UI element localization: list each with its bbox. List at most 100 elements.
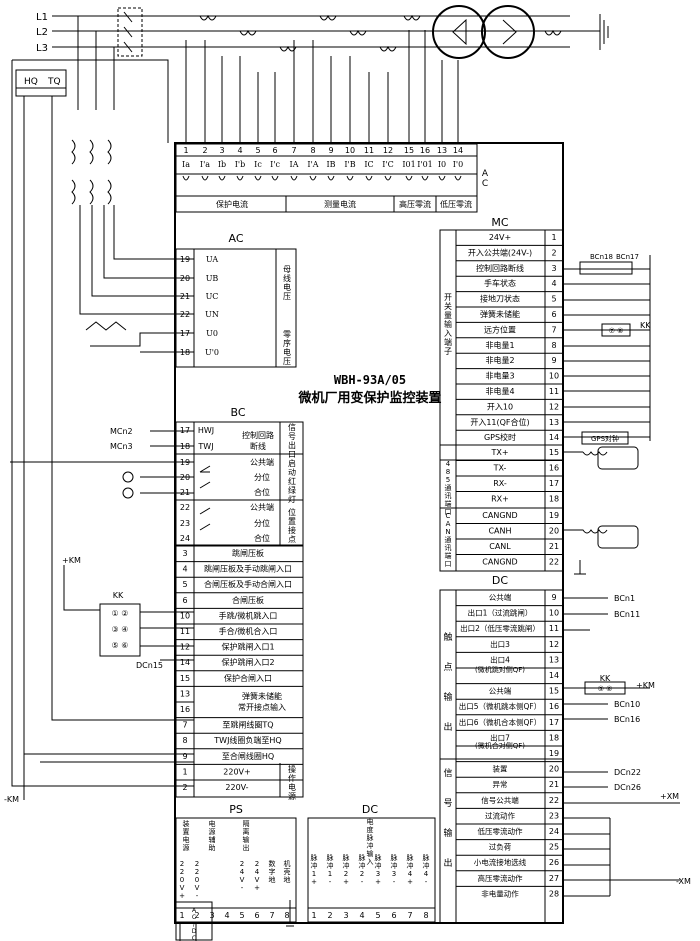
dc-bottom-terminal-label: +	[311, 878, 317, 886]
bc-row-number: 7	[182, 721, 187, 730]
ac-top-terminal-label: IC	[364, 160, 373, 169]
dc-right-external-label: BCn10	[614, 700, 640, 709]
dc-right-terminal-label: 出口3	[490, 639, 510, 649]
dc-right-km-positive: +KM	[636, 681, 655, 690]
ac-top-terminal-number: 10	[345, 146, 355, 155]
mc-terminal-number: 2	[551, 248, 556, 257]
can-group-label: 通	[445, 535, 452, 544]
ac-top-terminal-label: I0	[438, 160, 446, 169]
rs485-group-label: 讯	[445, 492, 452, 500]
mc-group-label: 输	[444, 319, 452, 329]
dc-bottom-terminal-number: 3	[343, 911, 348, 920]
ps-terminal-number: 6	[254, 911, 259, 920]
ps-terminal-label: 4	[240, 868, 245, 876]
dc-right-frame	[439, 589, 564, 924]
bc-row-number: 11	[180, 627, 190, 636]
ac-left-terminal-number: 20	[180, 274, 190, 283]
ct-coil-icon	[236, 175, 244, 181]
ps-terminal-label: V	[240, 876, 245, 884]
dc-right-terminal-number: 12	[549, 640, 559, 649]
can-group-label: 端	[445, 551, 452, 560]
dc-bottom-terminal-label: 冲	[343, 861, 350, 870]
ac-left-terminal-number: 22	[180, 310, 190, 319]
bc-operating-power-label: 电	[288, 782, 296, 792]
bc-terminal-label: 分位	[254, 472, 270, 482]
mc-terminal-number: 12	[549, 402, 559, 411]
ps-source-label: D	[192, 928, 197, 935]
bc-group-position-contact: 接	[288, 525, 296, 535]
dc-right-terminal-number: 19	[549, 749, 559, 758]
bc-row-label: 跳闸压板	[232, 548, 264, 558]
bc-frame	[175, 421, 304, 546]
mc-terminal-label: 非电量1	[485, 340, 514, 350]
dc-right-terminal-label: 过负荷	[489, 842, 512, 852]
ct-coil-icon	[438, 175, 446, 181]
ps-head-label: 出	[243, 843, 250, 852]
bc-group-position-contact: 点	[288, 535, 296, 544]
can-terminal-label: CANL	[489, 542, 511, 551]
ac-top-terminal-number: 1	[183, 146, 188, 155]
bc-group-lamp-start: 红	[288, 476, 296, 486]
rs485-terminal-label: TX+	[490, 448, 508, 457]
ac-top-terminal-label: I'b	[235, 160, 245, 169]
bc-terminal-number: 17	[180, 426, 190, 435]
bc-row-number: 9	[182, 752, 187, 761]
bc-row-label: 合闸压板及手动合闸入口	[204, 579, 292, 589]
bc-terminal-label: 公共端	[250, 457, 274, 467]
mc-terminal-number: 14	[549, 433, 559, 442]
bc-row-label: 保护跳闸入口1	[221, 642, 274, 652]
bc-row-label: 至跳闸线圈TQ	[222, 720, 273, 730]
dc-right-terminal-label: 出口2（低压零流跳闸）	[460, 623, 540, 633]
bc-group-signal-out: 出	[288, 440, 296, 450]
rs485-group-label: 5	[446, 476, 450, 484]
dc-right-terminal-number: 23	[549, 811, 559, 820]
ac-top-terminal-label: I'0	[453, 160, 463, 169]
dc-right-terminal-number: 10	[549, 609, 559, 618]
ps-terminal-label: 0	[195, 876, 199, 884]
dc-right-terminal-number: 26	[549, 858, 559, 867]
mc-terminal-number: 7	[551, 325, 556, 334]
ac-left-terminal-number: 19	[180, 255, 190, 264]
bc-operating-power-label: 源	[288, 792, 296, 801]
ac-left-group-busbar-voltage: 电	[283, 282, 291, 292]
dc-right-kk-label: KK	[600, 674, 611, 683]
bc-group-signal-out: 口	[288, 450, 296, 459]
ac-top-terminal-label: I'c	[270, 160, 280, 169]
bc-external-mcn2: MCn2	[110, 427, 133, 436]
mc-terminal-number: 9	[551, 356, 556, 365]
ac-left-terminal-number: 21	[180, 292, 190, 301]
ac-top-group-label: 高压零流	[399, 199, 431, 209]
dc-bottom-terminal-label: 3	[376, 870, 380, 878]
mc-kk-pins: ⑦ ⑧	[609, 327, 624, 335]
mc-group-label: 量	[444, 311, 452, 320]
ac-top-frame	[175, 143, 478, 213]
dc-bottom-terminal-label: 冲	[359, 861, 366, 870]
bc-terminal-number: 20	[180, 473, 190, 482]
ac-left-group-busbar-voltage: 母	[283, 265, 291, 274]
ac-top-terminal-number: 3	[219, 146, 224, 155]
ac-top-terminal-label: IA	[290, 160, 299, 169]
ps-terminal-label: 字	[269, 867, 276, 876]
ps-terminal-label: +	[179, 892, 185, 900]
mc-title: MC	[491, 216, 508, 229]
bc-terminal-number: 22	[180, 503, 190, 512]
ct-coil-icon	[365, 175, 373, 181]
ps-head-label: 源	[209, 827, 216, 836]
bc-row-label: 合闸压板	[232, 595, 264, 605]
ps-head-label: 输	[243, 835, 250, 844]
dc-right-terminal-label: 出口7	[490, 732, 510, 742]
mc-terminal-label: 非电量3	[485, 371, 514, 381]
mc-terminal-number: 13	[549, 418, 559, 427]
dc-right-terminal-label: 出口4	[490, 654, 510, 664]
rs485-group-label: 端	[445, 499, 452, 508]
bc-row-number: 8	[182, 736, 187, 745]
dc-bottom-head-label: 输	[367, 849, 374, 858]
dc-right-out7-note: (微机合对侧QF)	[475, 741, 525, 750]
ac-top-terminal-number: 8	[310, 146, 315, 155]
bc-dcn15-label: DCn15	[136, 661, 163, 670]
dc-bottom-terminal-label: 冲	[391, 861, 398, 870]
ac-top-terminal-number: 9	[328, 146, 333, 155]
bc-row-label: 220V-	[225, 783, 248, 792]
mc-terminal-label: 开入公共端(24V-)	[468, 247, 532, 257]
dc-right-terminal-label: 高压零流动作	[478, 873, 523, 883]
